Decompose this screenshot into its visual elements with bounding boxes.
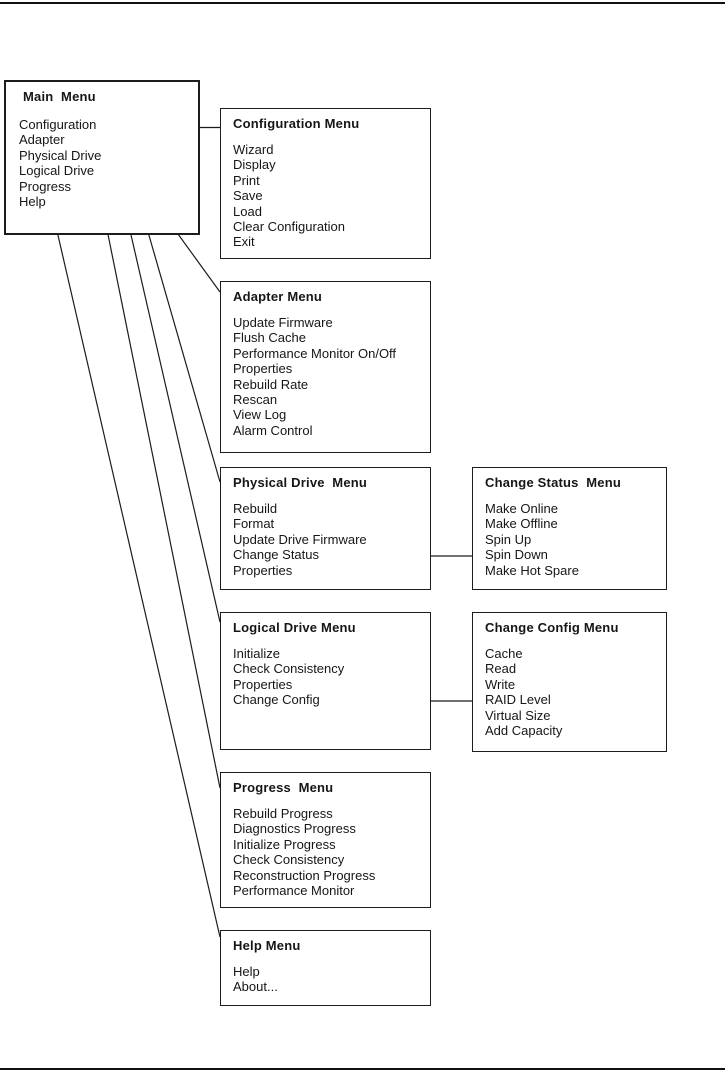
menu-item-check-consistency: Check Consistency bbox=[233, 661, 345, 677]
menu-item-update-drive-firmware: Update Drive Firmware bbox=[233, 531, 367, 547]
menu-title-physical-drive: Physical Drive Menu bbox=[233, 475, 368, 490]
connector-help bbox=[50, 204, 221, 938]
menu-box-change-status: Change Status Menu Make Online Make Offl… bbox=[472, 467, 667, 590]
menu-item-read: Read bbox=[485, 661, 517, 677]
menu-item-view-log: View Log bbox=[233, 407, 287, 423]
menu-box-logical-drive: Logical Drive Menu Initialize Check Cons… bbox=[220, 612, 431, 750]
menu-item-rescan: Rescan bbox=[233, 392, 278, 408]
connector-progress bbox=[98, 189, 221, 789]
menu-item-format: Format bbox=[233, 516, 275, 532]
menu-item-raid-level: RAID Level bbox=[485, 692, 551, 708]
menu-item-help: Help bbox=[19, 194, 46, 210]
menu-item-exit: Exit bbox=[233, 234, 255, 250]
menu-item-configuration: Configuration bbox=[19, 117, 97, 132]
menu-item-physical-drive: Physical Drive bbox=[19, 147, 102, 163]
menu-item-reconstruction-progress: Reconstruction Progress bbox=[233, 867, 376, 883]
menu-item-change-status: Change Status bbox=[233, 547, 320, 563]
menu-item-load: Load bbox=[233, 203, 262, 219]
menu-item-properties: Properties bbox=[233, 562, 293, 578]
menu-box-physical-drive: Physical Drive Menu Rebuild Format Updat… bbox=[220, 467, 431, 590]
menu-item-update-firmware: Update Firmware bbox=[233, 315, 333, 330]
menu-item-performance-monitor: Performance Monitor bbox=[233, 883, 355, 899]
menu-title-configuration: Configuration Menu bbox=[233, 116, 360, 131]
menu-item-cache: Cache bbox=[485, 646, 523, 661]
menu-item-make-hot-spare: Make Hot Spare bbox=[485, 562, 579, 578]
menu-item-clear-configuration: Clear Configuration bbox=[233, 219, 346, 235]
menu-item-write: Write bbox=[485, 676, 516, 692]
menu-title-logical-drive: Logical Drive Menu bbox=[233, 620, 356, 635]
menu-item-make-offline: Make Offline bbox=[485, 516, 558, 532]
menu-item-print: Print bbox=[233, 172, 260, 188]
menu-item-rebuild: Rebuild bbox=[233, 501, 278, 516]
menu-item-flush-cache: Flush Cache bbox=[233, 330, 306, 346]
menu-item-spin-down: Spin Down bbox=[485, 547, 548, 563]
menu-box-main: Main Menu Configuration Adapter Physical… bbox=[4, 80, 200, 235]
menu-item-adapter: Adapter bbox=[19, 132, 65, 148]
top-rule bbox=[0, 2, 725, 4]
menu-item-wizard: Wizard bbox=[233, 142, 274, 157]
bottom-rule bbox=[0, 1068, 725, 1070]
menu-item-initialize-progress: Initialize Progress bbox=[233, 836, 336, 852]
menu-title-help: Help Menu bbox=[233, 938, 301, 953]
menu-item-spin-up: Spin Up bbox=[485, 531, 532, 547]
menu-title-progress: Progress Menu bbox=[233, 780, 334, 795]
menu-item-add-capacity: Add Capacity bbox=[485, 723, 563, 739]
menu-box-adapter: Adapter Menu Update Firmware Flush Cache… bbox=[220, 281, 431, 453]
menu-box-help: Help Menu Help About... bbox=[220, 930, 431, 1006]
menu-item-change-config: Change Config bbox=[233, 692, 320, 708]
menu-item-logical-drive: Logical Drive bbox=[19, 163, 95, 179]
menu-item-diagnostics-progress: Diagnostics Progress bbox=[233, 821, 356, 837]
menu-title-adapter: Adapter Menu bbox=[233, 289, 323, 304]
menu-item-help: Help bbox=[233, 964, 260, 979]
menu-item-make-online: Make Online bbox=[485, 501, 558, 516]
menu-box-change-config: Change Config Menu Cache Read Write RAID… bbox=[472, 612, 667, 752]
menu-box-progress: Progress Menu Rebuild Progress Diagnosti… bbox=[220, 772, 431, 908]
menu-box-configuration: Configuration Menu Wizard Display Print … bbox=[220, 108, 431, 259]
menu-item-rebuild-rate: Rebuild Rate bbox=[233, 376, 309, 392]
menu-item-rebuild-progress: Rebuild Progress bbox=[233, 806, 333, 821]
menu-title-change-status: Change Status Menu bbox=[485, 475, 621, 490]
menu-item-about: About... bbox=[233, 979, 278, 995]
menu-item-performance-monitor-on-off: Performance Monitor On/Off bbox=[233, 345, 397, 361]
menu-item-progress: Progress bbox=[19, 178, 72, 194]
menu-item-properties: Properties bbox=[233, 361, 293, 377]
menu-item-display: Display bbox=[233, 157, 276, 173]
menu-item-check-consistency: Check Consistency bbox=[233, 852, 345, 868]
menu-title-main: Main Menu bbox=[23, 89, 96, 104]
menu-item-save: Save bbox=[233, 188, 263, 204]
menu-item-initialize: Initialize bbox=[233, 646, 280, 661]
menu-item-alarm-control: Alarm Control bbox=[233, 422, 313, 438]
menu-title-change-config: Change Config Menu bbox=[485, 620, 619, 635]
menu-item-virtual-size: Virtual Size bbox=[485, 707, 551, 723]
menu-item-properties: Properties bbox=[233, 676, 293, 692]
connector-logical-drive bbox=[116, 173, 221, 623]
